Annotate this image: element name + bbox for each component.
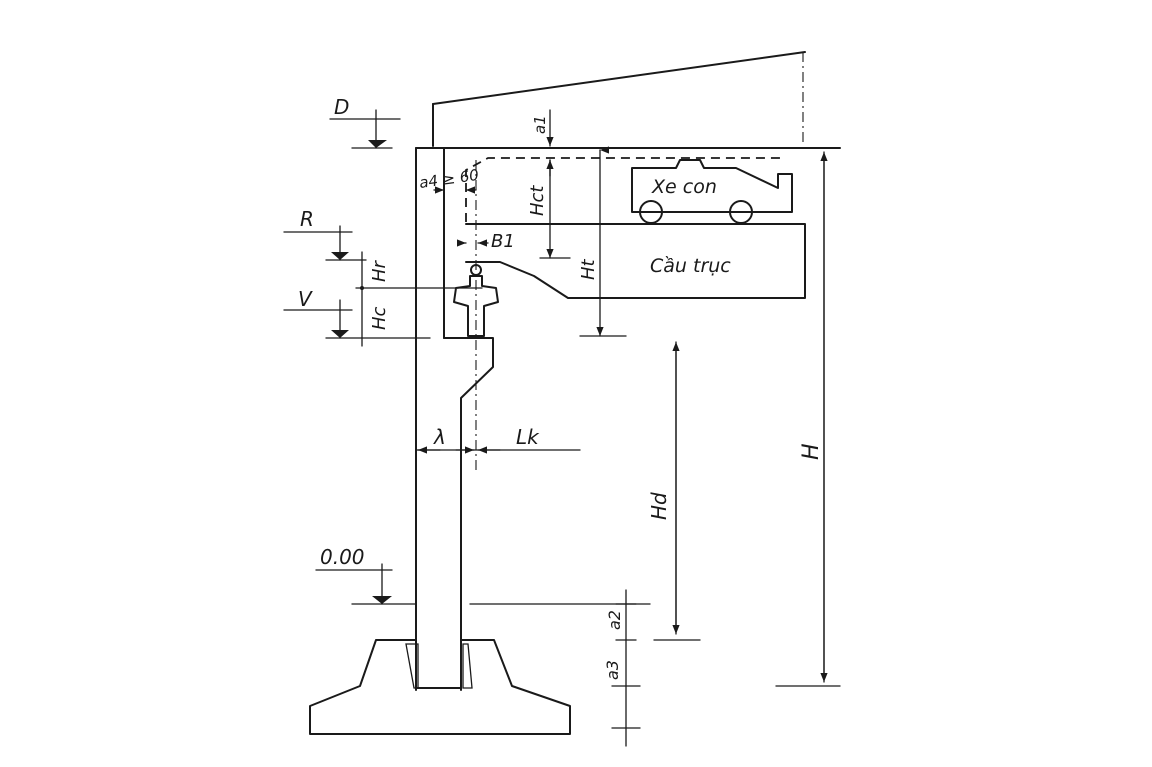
label-b1: B1 — [491, 231, 515, 252]
label-h: H — [799, 443, 824, 460]
footing — [309, 639, 571, 735]
label-a2: a2 — [605, 610, 624, 630]
clearance-line — [465, 157, 785, 222]
dim-hct — [539, 159, 571, 259]
column — [415, 147, 494, 691]
dim-h — [775, 151, 841, 687]
label-hr: Hr — [369, 259, 390, 282]
label-v: V — [298, 287, 313, 311]
label-lambda: λ — [433, 425, 446, 449]
trolley — [631, 159, 793, 224]
label-xe-con: Xe con — [651, 176, 717, 198]
crane-bridge — [465, 223, 806, 299]
label-hd: Hd — [647, 492, 671, 520]
level-marker-zero — [315, 563, 651, 605]
dim-ht — [579, 150, 627, 337]
label-zero: 0.00 — [320, 545, 365, 569]
dim-hd — [653, 341, 701, 641]
level-marker-r — [283, 225, 367, 261]
roof-truss — [432, 51, 806, 147]
label-hct: Hct — [527, 185, 548, 216]
label-cau-truc: Cầu trục — [650, 255, 731, 277]
label-a4-60: a4 ≥ 60 — [418, 166, 480, 192]
label-a1: a1 — [531, 115, 549, 134]
label-lk: Lk — [516, 425, 540, 449]
level-marker-v — [283, 299, 431, 339]
label-hc: Hc — [369, 306, 390, 330]
dim-hr-hc — [355, 251, 483, 347]
label-d: D — [334, 95, 349, 119]
label-a3: a3 — [603, 660, 622, 680]
dim-a2-a3 — [611, 589, 641, 747]
label-r: R — [300, 207, 314, 231]
label-ht: Ht — [578, 258, 599, 280]
level-marker-d — [329, 109, 401, 149]
